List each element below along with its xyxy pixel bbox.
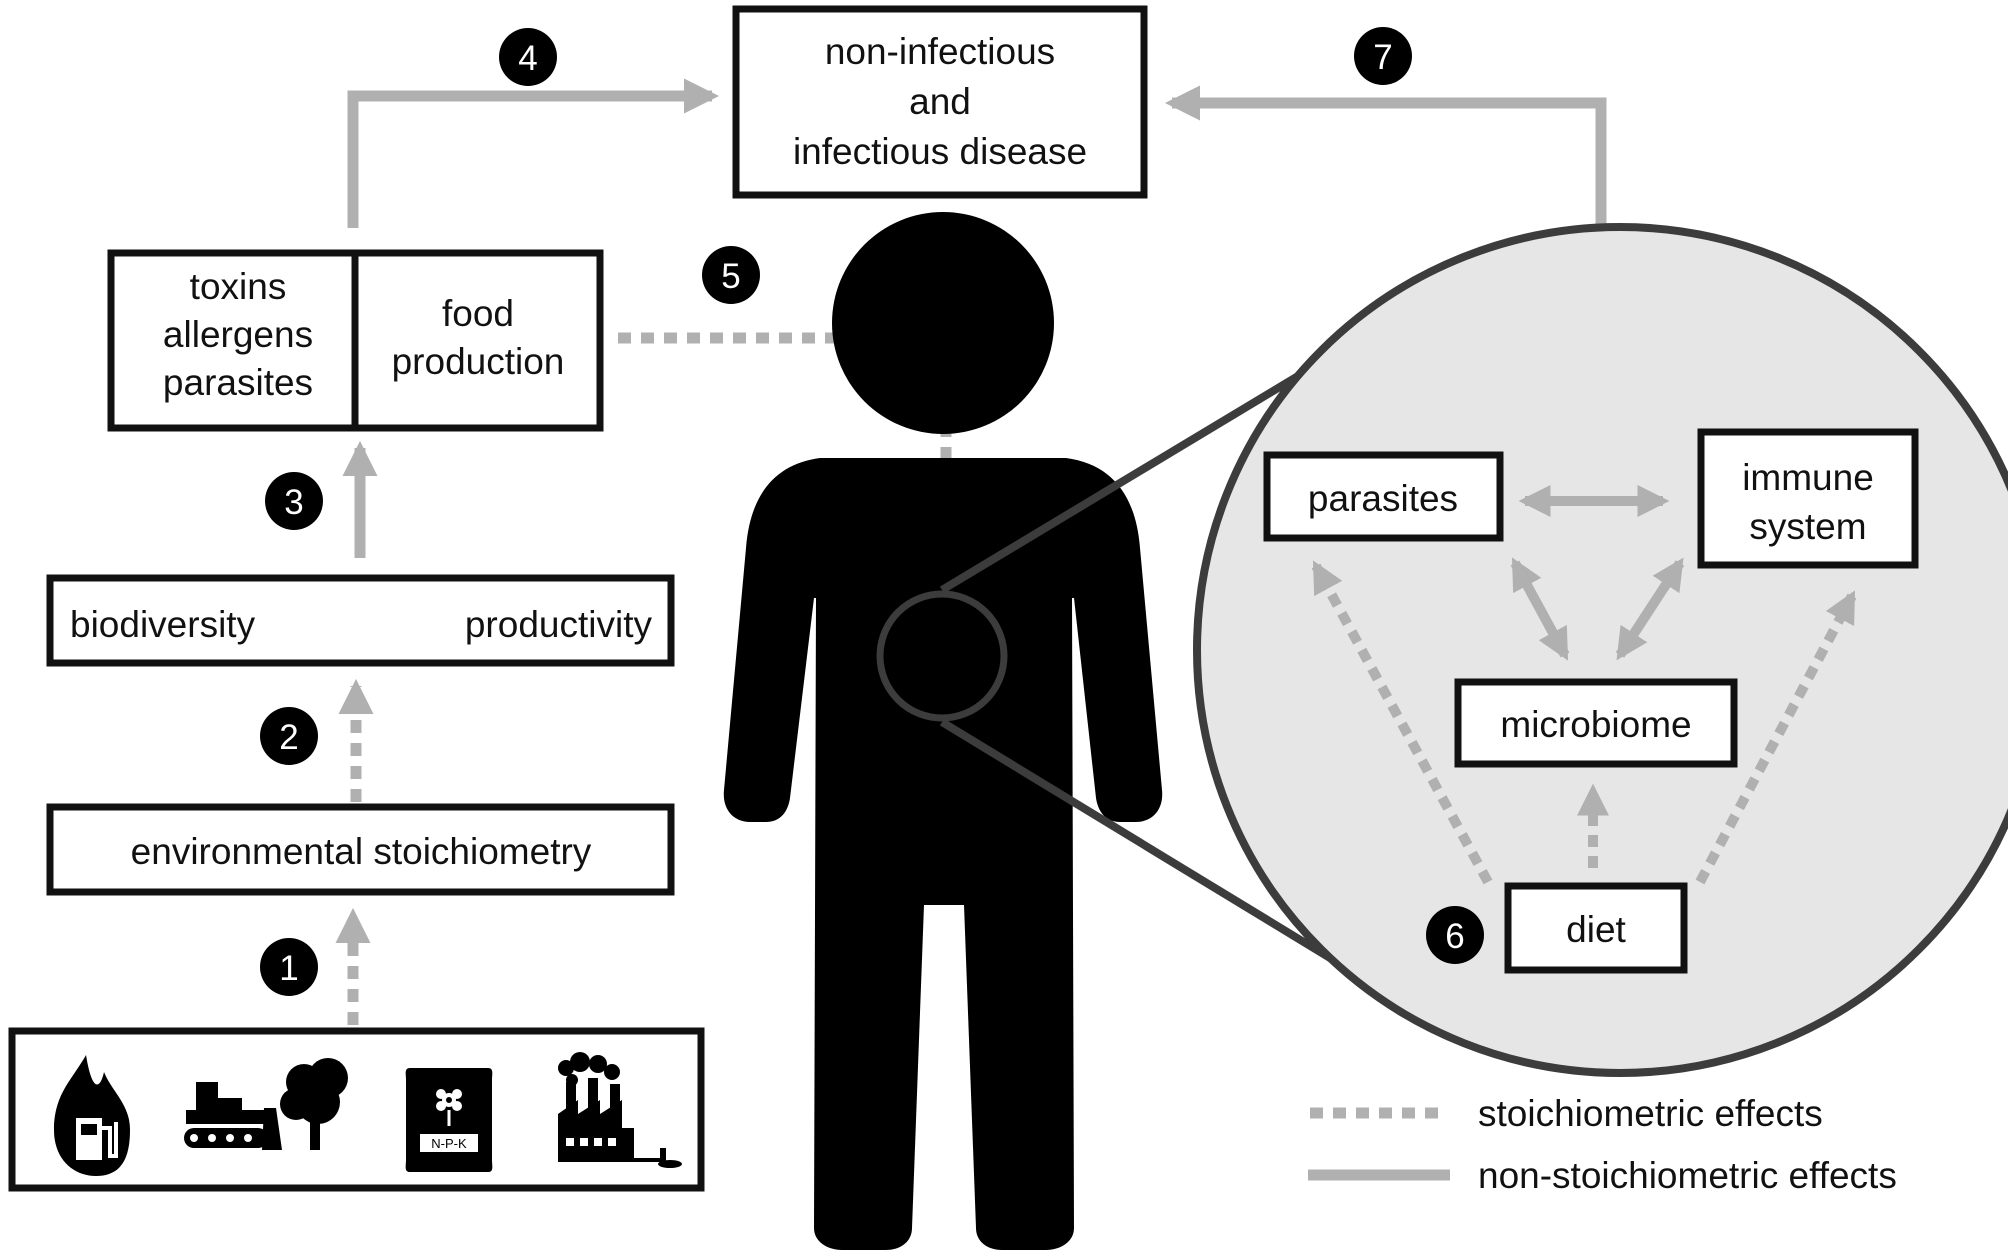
bulldozer-tree-icon: [184, 1058, 348, 1150]
fertilizer-label: N-P-K: [431, 1136, 467, 1151]
box-diet: diet: [1504, 882, 1688, 974]
toxins-line-2: allergens: [163, 314, 313, 355]
arrow-immune-microbiome: [1615, 557, 1685, 661]
zoom-lines: [939, 354, 1333, 962]
box-immune-system: immune system: [1697, 428, 1919, 569]
svg-text:3: 3: [284, 483, 303, 522]
legend: stoichiometric effects non-stoichiometri…: [1308, 1093, 1897, 1196]
box-biodiversity-productivity: biodiversity productivity: [46, 574, 675, 667]
arrow-toxins-to-disease: [347, 78, 720, 228]
biodiversity-label: biodiversity: [70, 604, 256, 645]
box-drivers: N-P-K: [8, 1027, 705, 1192]
microbiome-label: microbiome: [1500, 704, 1691, 745]
svg-text:2: 2: [279, 718, 298, 757]
box-microbiome: microbiome: [1454, 678, 1738, 768]
factory-icon: [558, 1052, 682, 1168]
legend-non-stoichiometric-label: non-stoichiometric effects: [1478, 1155, 1897, 1196]
environmental-label: environmental stoichiometry: [131, 831, 592, 872]
svg-text:5: 5: [721, 257, 740, 296]
arrow-diet-to-parasites: [1311, 560, 1493, 885]
zoom-connectors: [1311, 484, 1857, 885]
toxins-line-1: toxins: [190, 266, 287, 307]
productivity-label: productivity: [465, 604, 653, 645]
human-silhouette-icon: [723, 212, 1163, 1250]
box-environmental-stoichiometry: environmental stoichiometry: [46, 803, 675, 896]
badge-2: 2: [260, 707, 318, 765]
svg-text:6: 6: [1445, 917, 1464, 956]
food-line-1: food: [442, 293, 514, 334]
svg-text:4: 4: [518, 39, 537, 78]
toxins-line-3: parasites: [163, 362, 313, 403]
box-disease: non-infectious and infectious disease: [732, 5, 1148, 199]
chest-focus-circle: [876, 590, 1008, 722]
food-line-2: production: [392, 341, 565, 382]
disease-line-1: non-infectious: [825, 31, 1055, 72]
arrow-diet-to-immune: [1695, 590, 1857, 885]
legend-stoichiometric-label: stoichiometric effects: [1478, 1093, 1823, 1134]
badge-4: 4: [499, 28, 557, 86]
arrow-body-to-disease: [1164, 85, 1607, 226]
svg-text:1: 1: [279, 949, 298, 988]
badge-3: 3: [265, 472, 323, 530]
box-parasites: parasites: [1263, 451, 1504, 542]
box-toxins-food: toxins allergens parasites food producti…: [107, 249, 604, 432]
badge-7: 7: [1354, 27, 1412, 85]
diet-label: diet: [1566, 909, 1626, 950]
badge-5: 5: [702, 246, 760, 304]
parasites-label: parasites: [1308, 478, 1458, 519]
badge-6: 6: [1426, 906, 1484, 964]
fuel-fire-icon: [54, 1055, 130, 1176]
arrow-parasites-microbiome: [1510, 557, 1570, 661]
fertilizer-bag-icon: N-P-K: [405, 1068, 493, 1172]
badge-1: 1: [260, 938, 318, 996]
badges: 1 2 3 4 5 6 7: [260, 27, 1484, 996]
immune-line-2: system: [1749, 506, 1866, 547]
disease-line-3: infectious disease: [793, 131, 1087, 172]
disease-line-2: and: [909, 81, 971, 122]
immune-line-1: immune: [1742, 457, 1874, 498]
svg-text:7: 7: [1373, 38, 1392, 77]
